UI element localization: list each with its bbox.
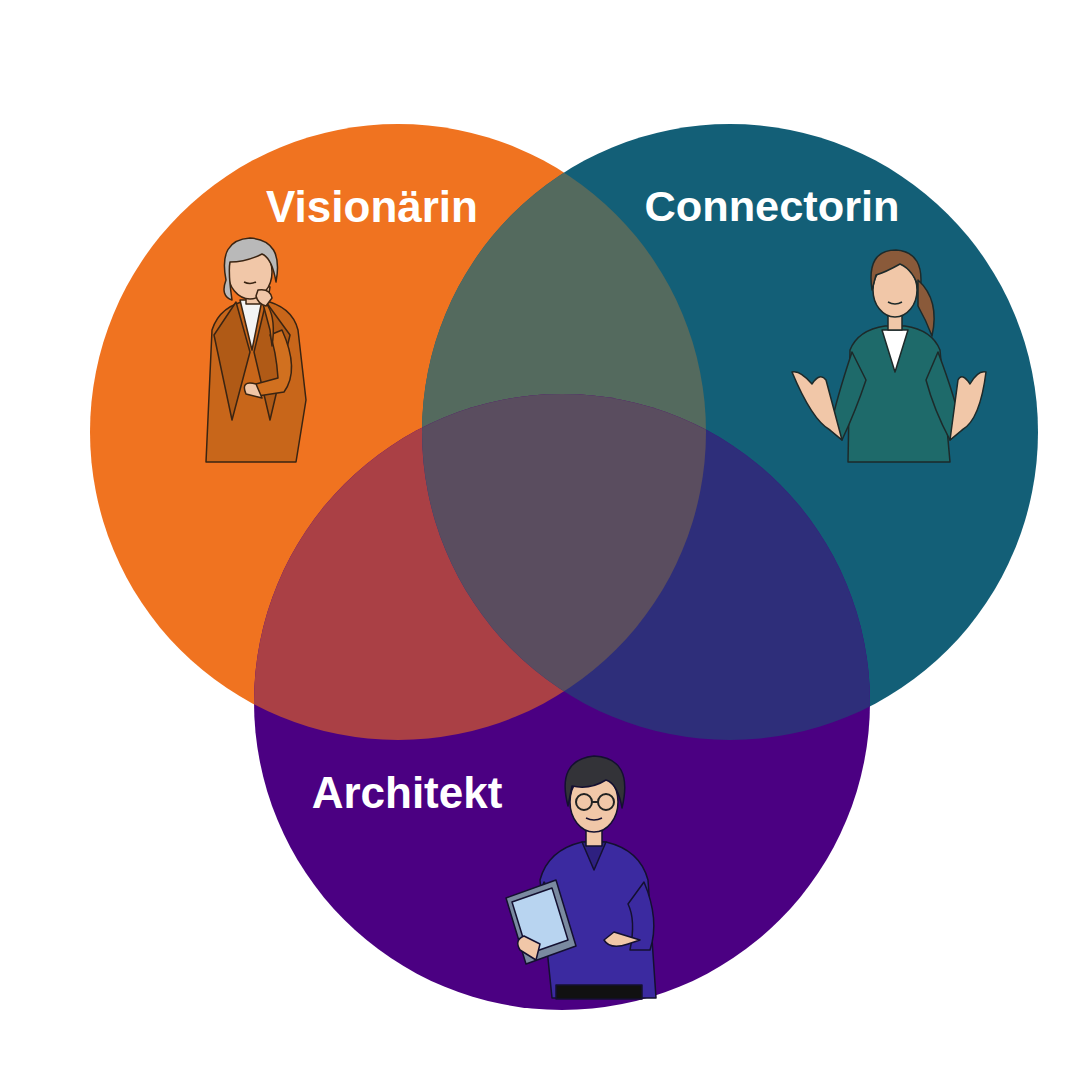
visionary-figure [206,238,306,462]
overlap-region [254,394,870,1010]
architect-figure [506,756,656,999]
connector-figure [792,250,986,462]
circle-label: Connectorin [644,183,899,231]
circle-fill [254,394,870,1010]
overlap-region [254,394,870,1010]
circle-label: Architekt [312,769,503,817]
overlap-region [254,394,870,1010]
circle-label: Visionärin [266,183,478,231]
